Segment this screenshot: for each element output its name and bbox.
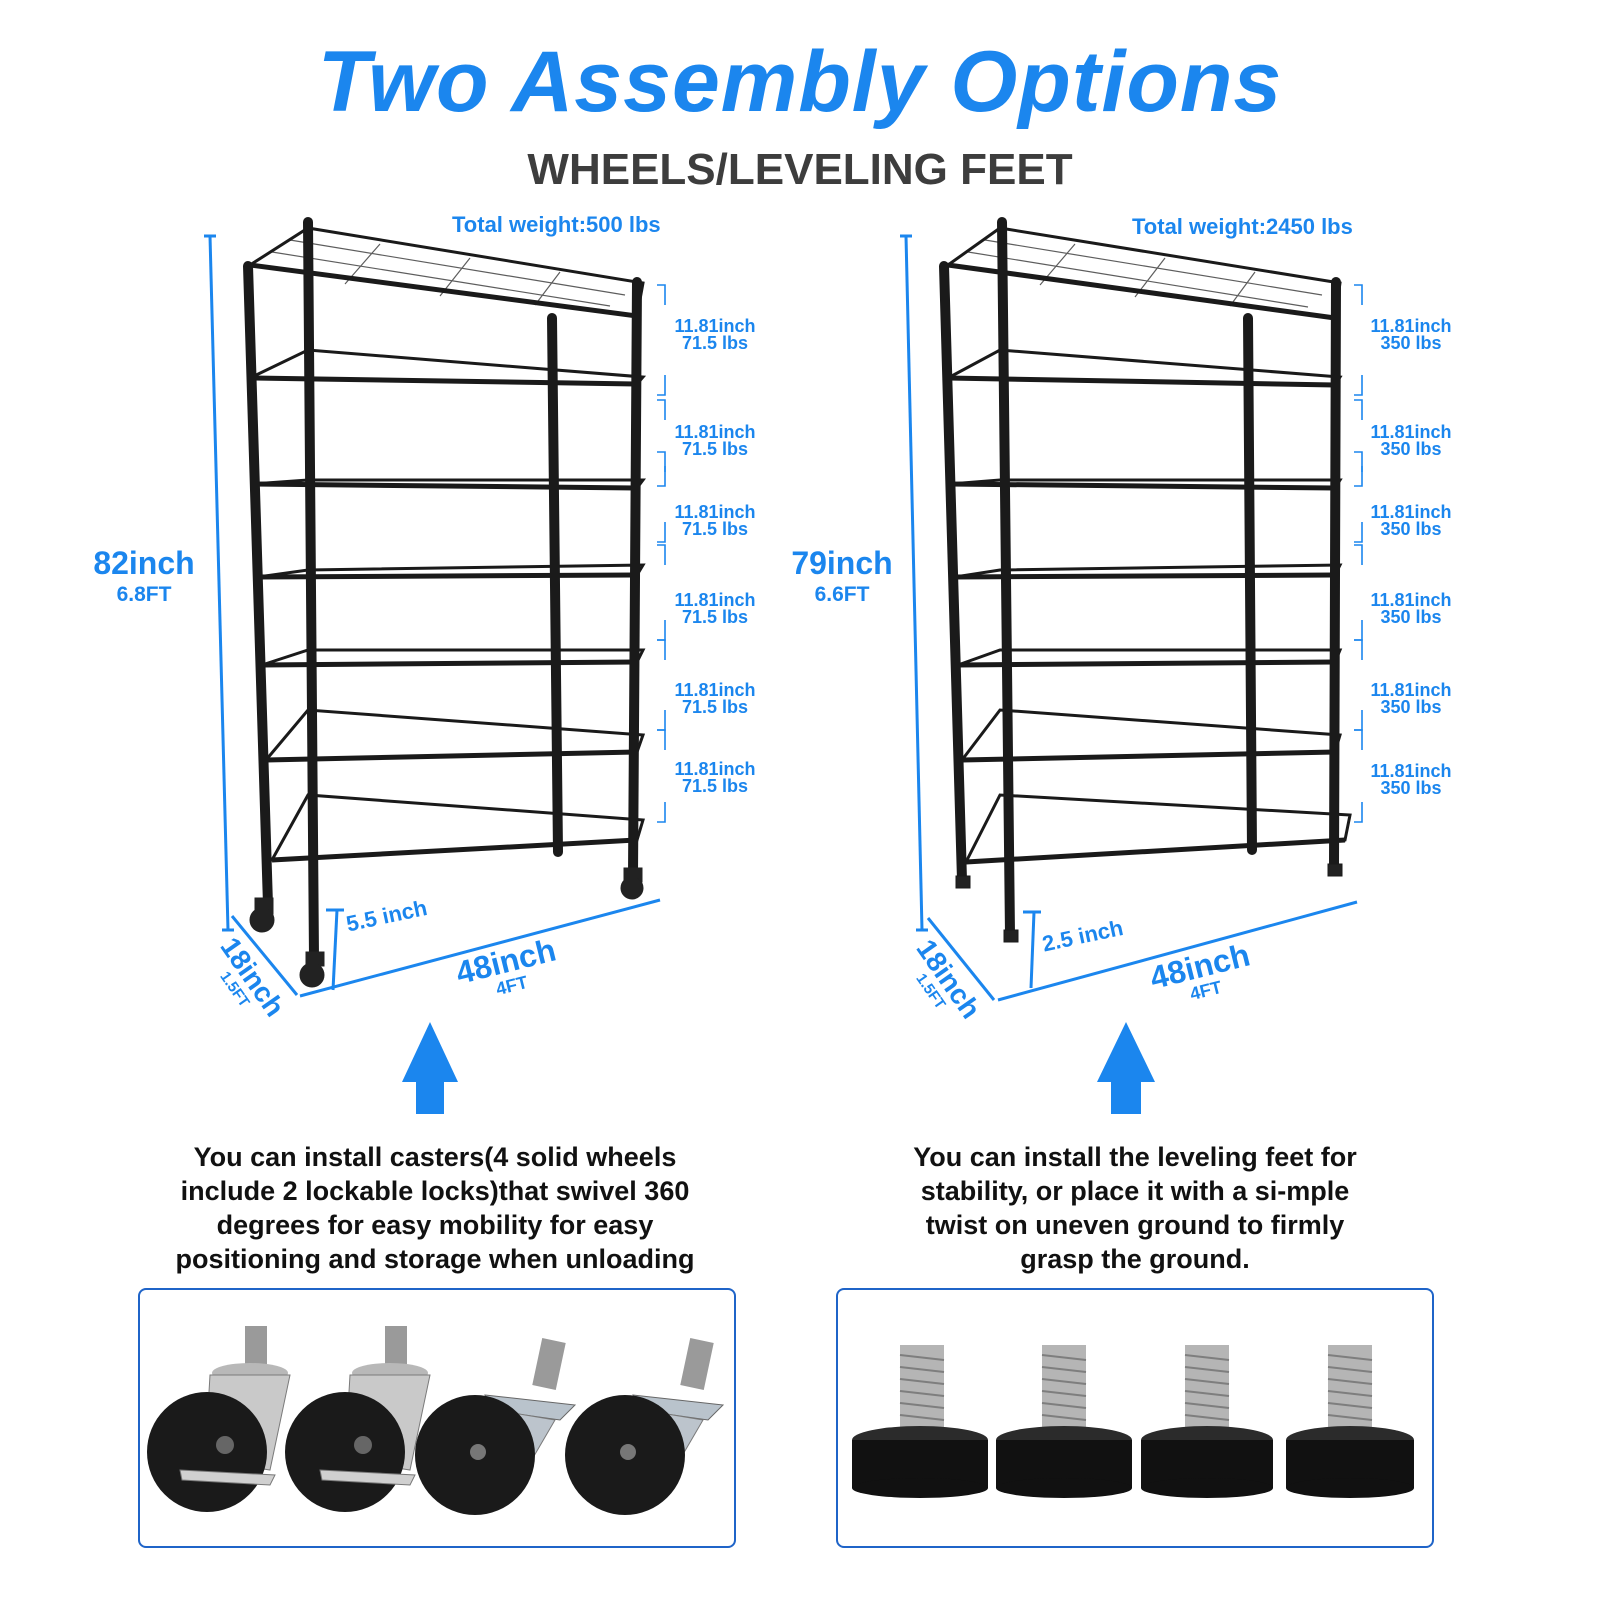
left-gap-brackets (657, 284, 666, 823)
left-height-label: 82inch (93, 545, 195, 581)
right-gap-brackets (1354, 284, 1363, 823)
main-title: Two Assembly Options (317, 34, 1283, 130)
left-description: You can install casters(4 solid wheels i… (175, 1142, 695, 1274)
caster-3 (415, 1338, 577, 1515)
leveling-foot-1 (852, 1345, 988, 1498)
right-total-weight: Total weight:2450 lbs (1132, 214, 1353, 239)
leveling-foot-3 (1141, 1345, 1273, 1498)
leveling-foot-2 (996, 1345, 1132, 1498)
caster-4 (565, 1338, 725, 1515)
left-height-ft: 6.8FT (116, 583, 172, 606)
right-dimension-lines (900, 234, 1358, 1002)
right-description: You can install the leveling feet for st… (913, 1142, 1357, 1274)
left-total-weight: Total weight:500 lbs (452, 212, 661, 237)
leveling-foot-4 (1286, 1345, 1414, 1498)
right-height-label: 79inch (791, 545, 893, 581)
caster-1 (147, 1326, 291, 1512)
left-shelf-unit (243, 217, 647, 988)
right-height-ft: 6.6FT (814, 583, 870, 606)
right-shelf-unit (939, 217, 1352, 943)
caster-2 (285, 1326, 431, 1512)
subtitle: WHEELS/LEVELING FEET (527, 145, 1073, 194)
left-dimension-lines (204, 234, 661, 998)
